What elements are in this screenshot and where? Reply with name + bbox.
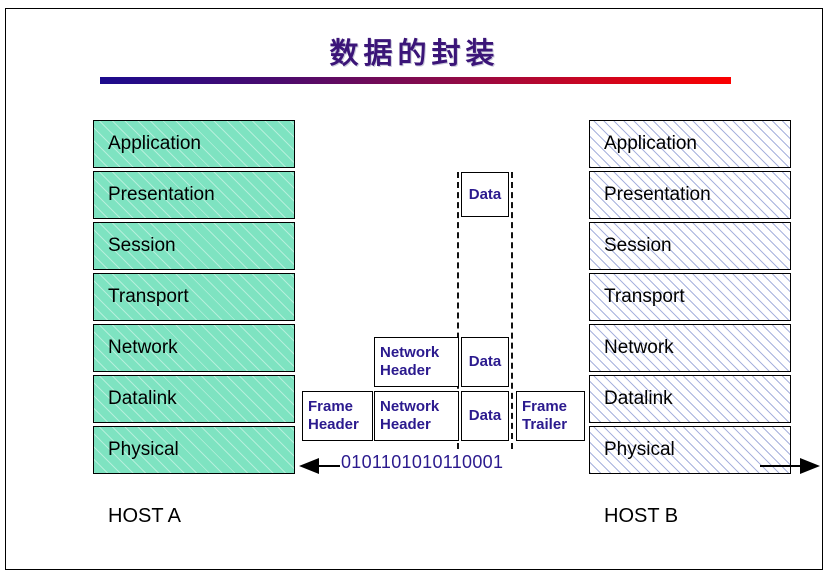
host-b-layer-datalink: Datalink (589, 375, 791, 423)
pdu-network-header-bottom: Network Header (374, 391, 459, 441)
pdu-label-line1: Network (380, 344, 440, 362)
pdu-label: Data (468, 185, 502, 203)
host-a-layer-datalink: Datalink (93, 375, 295, 423)
layer-label: Transport (604, 286, 685, 307)
data-boundary-guide-left (457, 172, 459, 449)
layer-label: Presentation (108, 184, 215, 205)
bitstream-arrow-left-line (318, 465, 340, 467)
host-b-layer-network: Network (589, 324, 791, 372)
pdu-data-middle: Data (461, 337, 509, 387)
layer-label: Datalink (604, 388, 673, 409)
pdu-label-line2: Header (308, 416, 359, 433)
arrow-right-icon (800, 458, 820, 474)
host-b-layer-stack: Application Presentation Session Transpo… (589, 120, 791, 477)
layer-label: Physical (108, 439, 179, 460)
pdu-label: Data (468, 353, 502, 371)
host-a-layer-physical: Physical (93, 426, 295, 474)
host-b-layer-transport: Transport (589, 273, 791, 321)
pdu-frame-header: Frame Header (302, 391, 373, 441)
pdu-label-line2: Header (380, 362, 431, 379)
host-a-caption: HOST A (108, 505, 181, 527)
bitstream-arrow-right-line (760, 465, 800, 467)
host-b-layer-session: Session (589, 222, 791, 270)
pdu-label-line2: Trailer (522, 416, 568, 433)
pdu-data-top: Data (461, 172, 509, 217)
arrow-left-icon (299, 458, 319, 474)
pdu-data-bottom: Data (461, 391, 509, 441)
bitstream-label: 0101101010110001 (341, 452, 504, 472)
title-divider-rule (100, 77, 731, 84)
layer-label: Session (108, 235, 176, 256)
host-a-layer-presentation: Presentation (93, 171, 295, 219)
page-title: 数据的封装 (329, 36, 500, 70)
host-b-layer-physical: Physical (589, 426, 791, 474)
layer-label: Transport (108, 286, 189, 307)
host-b-layer-presentation: Presentation (589, 171, 791, 219)
host-b-layer-application: Application (589, 120, 791, 168)
pdu-label-line1: Frame (522, 398, 568, 416)
pdu-label-line1: Frame (308, 398, 354, 416)
host-a-layer-network: Network (93, 324, 295, 372)
pdu-label-line2: Header (380, 416, 431, 433)
layer-label: Application (108, 133, 201, 154)
pdu-network-header-middle: Network Header (374, 337, 459, 387)
layer-label: Network (108, 337, 178, 358)
layer-label: Datalink (108, 388, 177, 409)
host-a-layer-stack: Application Presentation Session Transpo… (93, 120, 295, 477)
layer-label: Presentation (604, 184, 711, 205)
host-a-layer-transport: Transport (93, 273, 295, 321)
host-a-layer-session: Session (93, 222, 295, 270)
layer-label: Application (604, 133, 697, 154)
layer-label: Network (604, 337, 674, 358)
layer-label: Physical (604, 439, 675, 460)
pdu-frame-trailer: Frame Trailer (516, 391, 585, 441)
pdu-label: Data (468, 407, 502, 425)
layer-label: Session (604, 235, 672, 256)
host-a-layer-application: Application (93, 120, 295, 168)
data-boundary-guide-right (511, 172, 513, 449)
pdu-label-line1: Network (380, 398, 440, 416)
host-b-caption: HOST B (604, 505, 679, 527)
